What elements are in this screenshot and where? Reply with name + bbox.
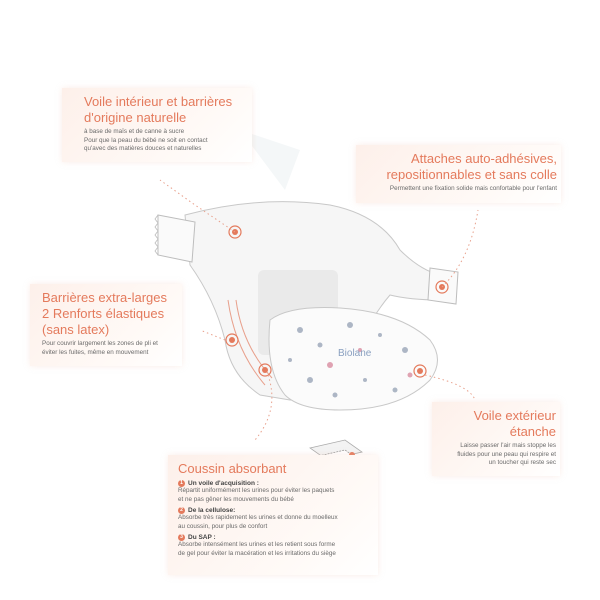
diaper-front-panel	[268, 307, 438, 411]
voile-exterieur-title-2: étanche	[509, 424, 556, 439]
coussin-item-3-line-2: de gel pour éviter la macération et les …	[178, 549, 336, 557]
background-watermark	[240, 130, 300, 190]
callout-attaches: Attaches auto-adhésives, repositionnable…	[356, 145, 561, 203]
coussin-item-1-line-1: Répartit uniformément les urines pour év…	[178, 487, 335, 494]
voile-exterieur-title-1: Voile extérieur	[473, 408, 556, 423]
voile-interieur-title-2: d'origine naturelle	[84, 110, 187, 125]
attaches-title-1: Attaches auto-adhésives,	[411, 151, 557, 166]
coussin-item-1: 1 Un voile d'acquisition :	[178, 480, 372, 487]
left-tab	[157, 214, 196, 263]
front-print-pink	[327, 348, 413, 378]
barrieres-title-2: 2 Renforts élastiques	[42, 306, 165, 321]
leg-cuff-left	[227, 299, 266, 386]
coussin-item-1-number: 1	[178, 480, 185, 487]
brand-label: Biolane	[338, 348, 372, 359]
voile-exterieur-line-1: Laisse passer l'air mais stoppe les	[460, 442, 556, 449]
callout-coussin: Coussin absorbant 1 Un voile d'acquisiti…	[168, 455, 378, 575]
coussin-item-2-head: De la cellulose:	[188, 507, 236, 515]
callout-voile-interieur: Voile intérieur et barrières d'origine n…	[62, 88, 252, 162]
callout-voile-exterieur: Voile extérieur étanche Laisse passer l'…	[432, 402, 560, 476]
coussin-title: Coussin absorbant	[178, 461, 287, 476]
coussin-item-3: 3 Du SAP :	[178, 534, 372, 542]
coussin-item-3-number: 3	[178, 534, 185, 542]
left-tab-zigzag	[154, 214, 159, 256]
barrieres-title-1: Barrières extra-larges	[42, 290, 167, 305]
coussin-item-2-line-2: au coussin, pour plus de confort	[178, 522, 268, 530]
voile-interieur-line-2: Pour que la peau du bébé ne soit en cont…	[84, 136, 208, 144]
coussin-item-2-line-1: Absorbe très rapidement les urines et do…	[178, 514, 338, 522]
voile-interieur-line-1: à base de maïs et de canne à sucre	[84, 128, 185, 135]
coussin-item-3-head: Du SAP :	[188, 534, 216, 542]
attaches-title-2: repositionnables et sans colle	[386, 167, 557, 182]
coussin-item-3-line-1: Absorbe intensément les urines et les re…	[178, 541, 336, 549]
barrieres-title-3: (sans latex)	[42, 322, 110, 337]
callout-markers	[225, 225, 449, 378]
barrieres-line-2: éviter les fuites, même en mouvement	[42, 348, 149, 356]
barrieres-line-1: Pour couvrir largement les zones de pli …	[42, 340, 158, 347]
voile-interieur-title-1: Voile intérieur et barrières	[84, 94, 233, 109]
callout-connectors	[159, 179, 479, 441]
coussin-item-1-line-2: et ne pas gêner les mouvements du bébé	[178, 495, 294, 503]
voile-exterieur-line-2: fluides pour une peau qui respire et	[457, 450, 556, 458]
front-print-pattern	[288, 322, 408, 398]
voile-interieur-line-3: qu'avec des matières douces et naturelle…	[84, 145, 202, 153]
voile-exterieur-line-3: un toucher qui reste sec	[488, 459, 556, 467]
callout-barrieres: Barrières extra-larges 2 Renforts élasti…	[30, 284, 182, 366]
coussin-item-1-head: Un voile d'acquisition :	[188, 480, 259, 487]
coussin-item-2: 2 De la cellulose:	[178, 507, 372, 515]
attaches-line-1: Permettent une fixation solide mais conf…	[389, 185, 557, 192]
coussin-item-2-number: 2	[178, 507, 185, 515]
